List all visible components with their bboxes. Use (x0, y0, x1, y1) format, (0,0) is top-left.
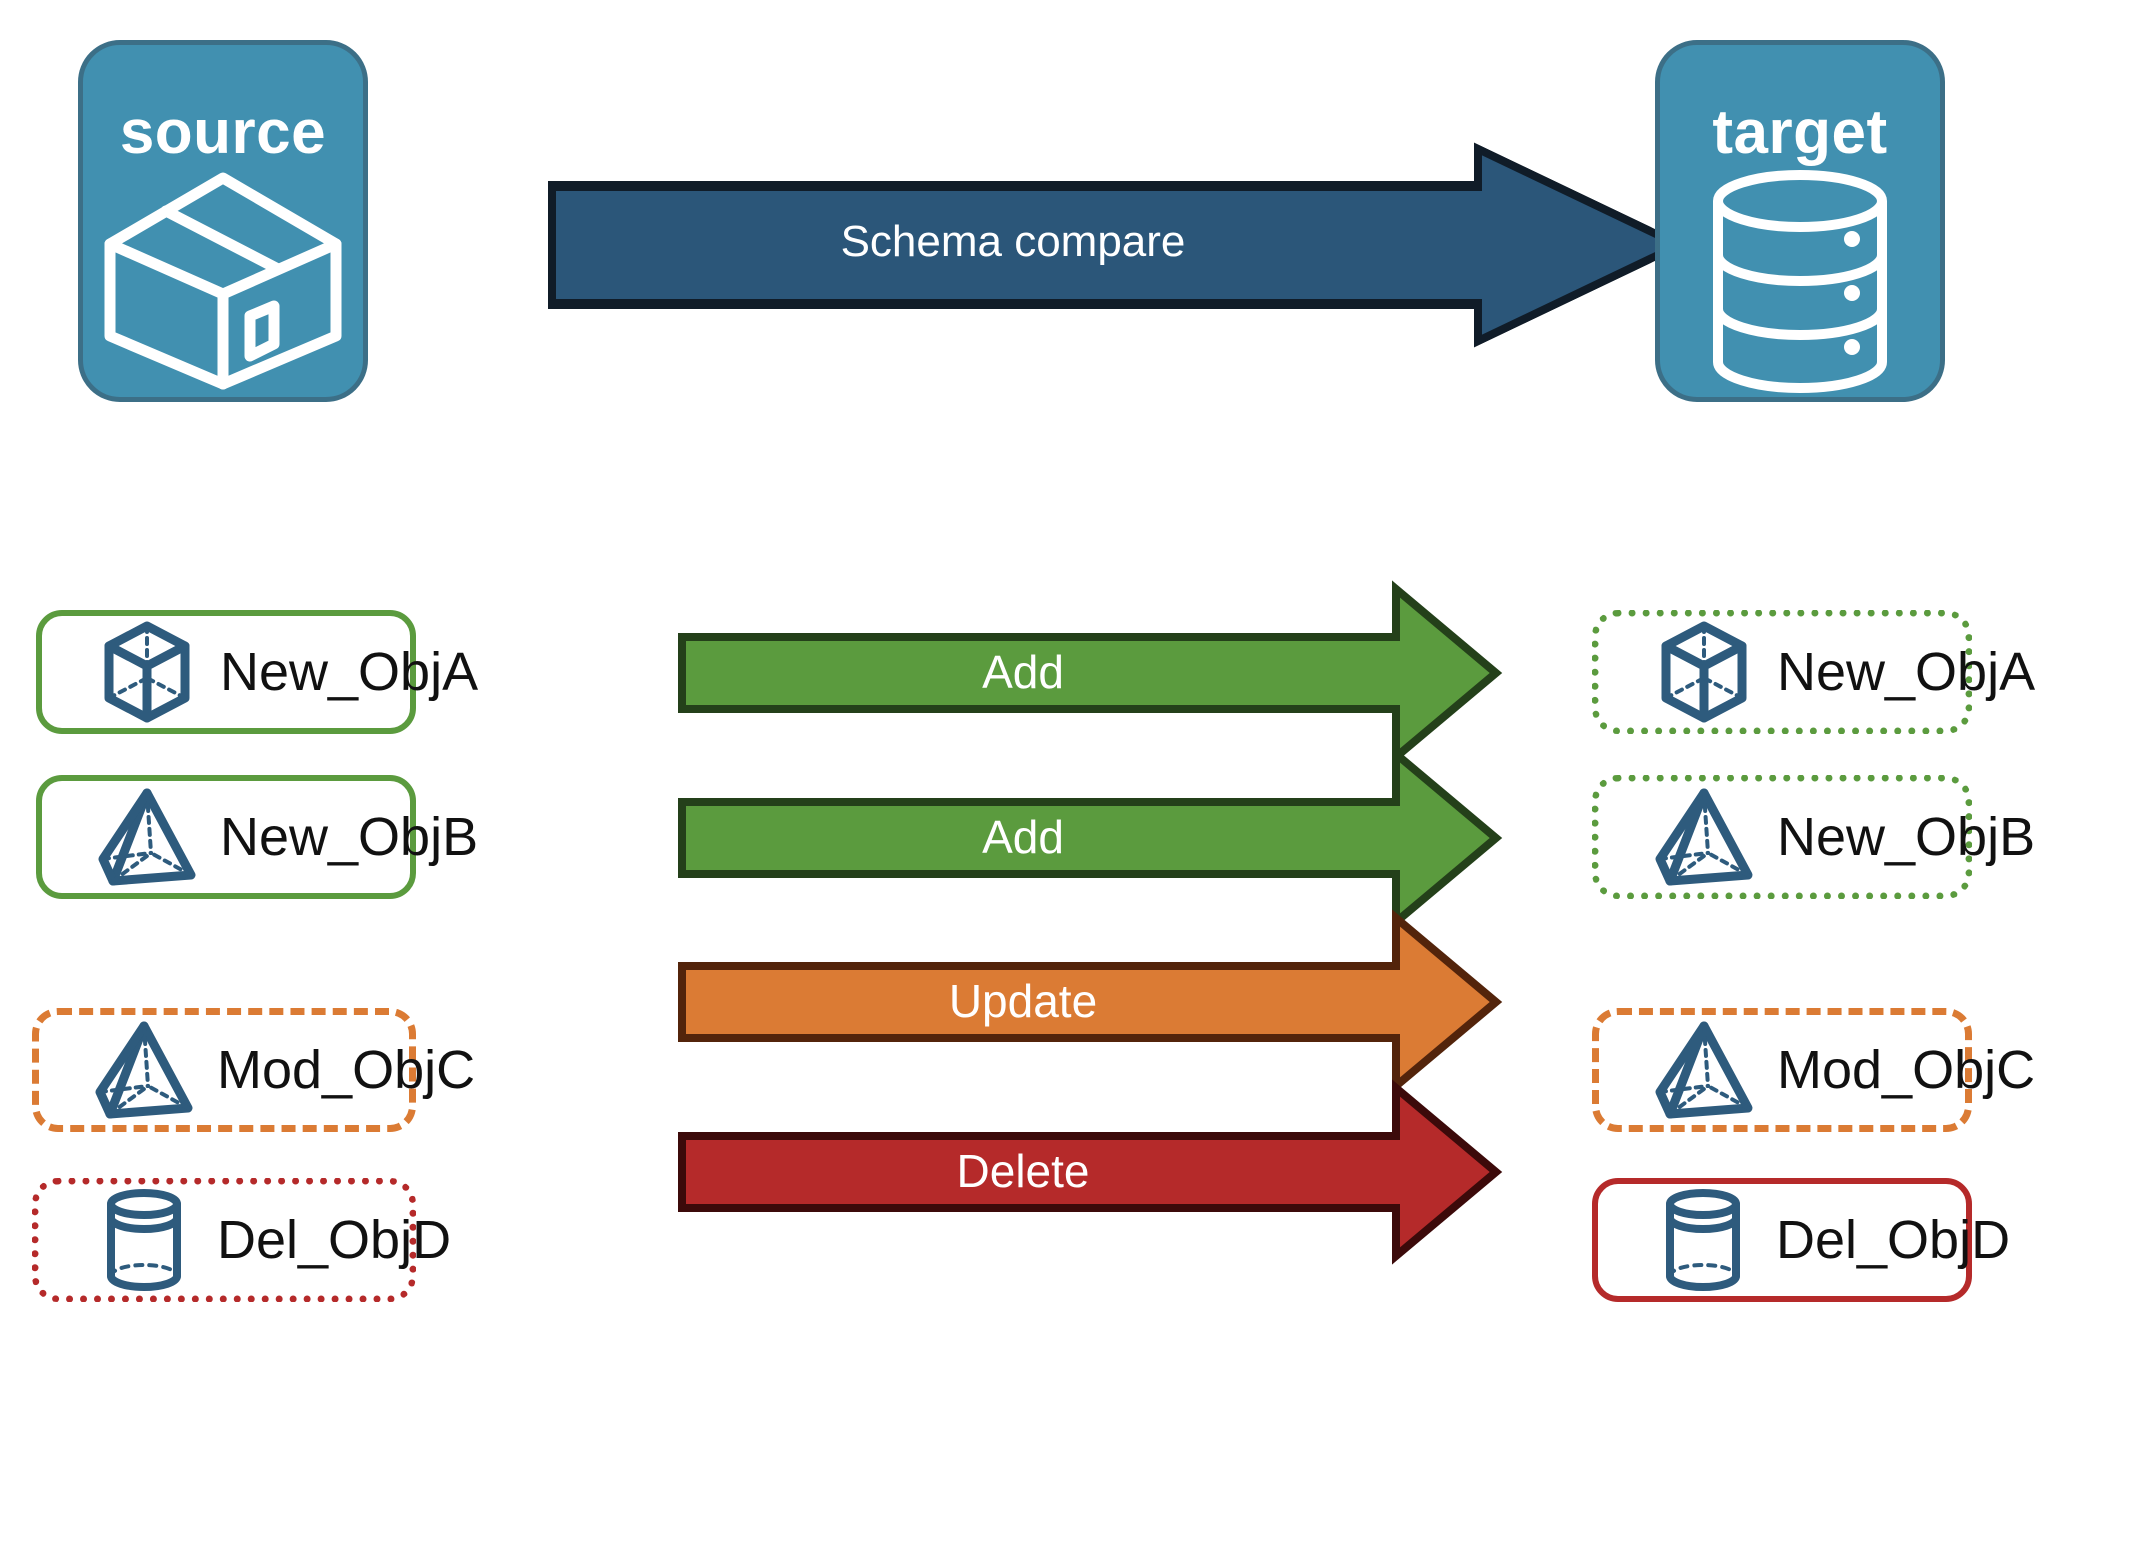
wireframe-cube-icon (88, 620, 206, 724)
target-object-row-2[interactable]: Mod_ObjC (1592, 1008, 2035, 1132)
action-arrow-label-1: Add (982, 811, 1064, 863)
action-arrow-add-1: Add (678, 745, 1503, 931)
source-object-row-2[interactable]: Mod_ObjC (32, 1008, 475, 1132)
action-arrow-update: Update (678, 909, 1503, 1095)
action-arrow-delete: Delete (678, 1079, 1503, 1265)
source-object-name-3: Del_ObjD (217, 1210, 452, 1270)
target-object-row-1[interactable]: New_ObjB (1592, 775, 2035, 899)
source-endpoint-label: source (119, 98, 327, 167)
source-object-row-0[interactable]: New_ObjA (36, 610, 478, 734)
target-object-name-1: New_ObjB (1777, 807, 2036, 867)
target-object-row-3[interactable]: Del_ObjD (1592, 1178, 2010, 1302)
action-arrow-label-2: Update (948, 975, 1098, 1027)
wireframe-pyramid-icon (85, 1020, 203, 1120)
source-endpoint-panel: source (78, 40, 368, 402)
source-object-row-3[interactable]: Del_ObjD (32, 1178, 451, 1302)
database-cylinder-icon (1660, 169, 1940, 393)
target-object-row-0[interactable]: New_ObjA (1592, 610, 2035, 734)
source-object-name-0: New_ObjA (220, 642, 479, 702)
wireframe-cube-icon (1645, 620, 1763, 724)
wireframe-cylinder-icon (1644, 1188, 1762, 1292)
wireframe-pyramid-icon (1645, 1020, 1763, 1120)
target-endpoint-panel: target (1655, 40, 1945, 402)
source-object-row-1[interactable]: New_ObjB (36, 775, 478, 899)
target-object-name-2: Mod_ObjC (1777, 1040, 2036, 1100)
action-arrow-label-0: Add (982, 646, 1064, 698)
wireframe-cylinder-icon (85, 1188, 203, 1292)
target-object-name-0: New_ObjA (1777, 642, 2036, 702)
target-object-name-3: Del_ObjD (1776, 1210, 2011, 1270)
schema-compare-arrow-label: Schema compare (840, 217, 1186, 266)
action-arrow-label-3: Delete (956, 1145, 1090, 1197)
schema-compare-arrow: Schema compare (548, 142, 1689, 348)
target-endpoint-label: target (1712, 98, 1888, 167)
source-object-name-2: Mod_ObjC (217, 1040, 476, 1100)
wireframe-pyramid-icon (1645, 787, 1763, 887)
source-object-name-1: New_ObjB (220, 807, 479, 867)
wireframe-pyramid-icon (88, 787, 206, 887)
action-arrow-add-0: Add (678, 580, 1503, 766)
package-box-icon (83, 172, 363, 390)
